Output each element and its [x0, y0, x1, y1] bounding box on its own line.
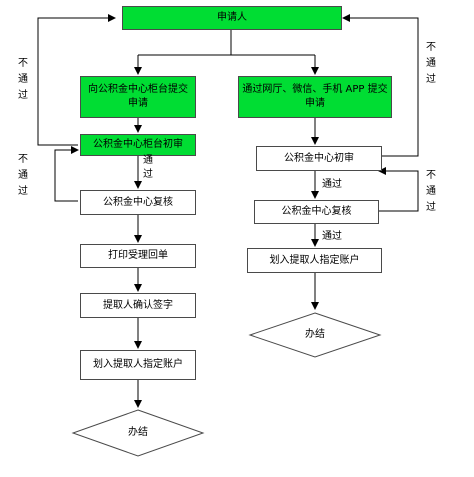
reject-loop-right-outer — [342, 14, 419, 157]
sign-confirm-box: 提取人确认签字 — [80, 293, 196, 318]
print-receipt-box: 打印受理回单 — [80, 244, 196, 268]
left-second-review-box: 公积金中心复核 — [80, 190, 196, 215]
left-done-label: 办结 — [128, 427, 148, 438]
left-second-review-label: 公积金中心复核 — [103, 196, 173, 208]
left-done-diamond — [71, 409, 205, 457]
pass-label-left: 通过 — [143, 155, 153, 180]
reject-loop-right-inner — [378, 167, 419, 212]
reject-loop-left-outer — [37, 14, 116, 146]
counter-first-review-box: 公积金中心柜台初审 — [80, 134, 196, 156]
counter-submit-box: 向公积金中心柜台提交申请 — [80, 76, 196, 118]
right-second-review-label: 公积金中心复核 — [281, 206, 352, 217]
online-submit-box: 通过网厅、微信、手机 APP 提交申请 — [238, 76, 392, 118]
center-first-review-box: 公积金中心初审 — [256, 146, 382, 171]
right-done-label: 办结 — [305, 329, 325, 340]
reject-label-left-inner: 不通过 — [18, 154, 28, 197]
online-submit-label: 通过网厅、微信、手机 APP 提交申请 — [242, 84, 388, 109]
counter-submit-label: 向公积金中心柜台提交申请 — [88, 84, 188, 109]
right-second-review-box: 公积金中心复核 — [254, 200, 379, 224]
pass-label-right-first: 通过 — [322, 179, 342, 190]
print-receipt-label: 打印受理回单 — [108, 250, 168, 261]
sign-confirm-label: 提取人确认签字 — [103, 299, 173, 311]
reject-label-left-outer: 不通过 — [18, 58, 28, 101]
left-transfer-box: 划入提取人指定账户 — [80, 350, 196, 380]
reject-label-right-outer: 不通过 — [426, 42, 436, 85]
pass-label-right-second: 通过 — [322, 231, 342, 242]
right-done-diamond — [248, 312, 382, 358]
center-first-review-label: 公积金中心初审 — [284, 152, 354, 164]
right-transfer-box: 划入提取人指定账户 — [247, 248, 382, 273]
reject-label-right-inner: 不通过 — [426, 170, 436, 213]
reject-loop-left-inner — [54, 146, 79, 202]
applicant-box: 申请人 — [122, 6, 342, 30]
right-transfer-label: 划入提取人指定账户 — [269, 254, 360, 266]
left-transfer-label: 划入提取人指定账户 — [93, 359, 183, 370]
applicant-label: 申请人 — [217, 12, 247, 23]
counter-first-review-label: 公积金中心柜台初审 — [93, 139, 183, 150]
